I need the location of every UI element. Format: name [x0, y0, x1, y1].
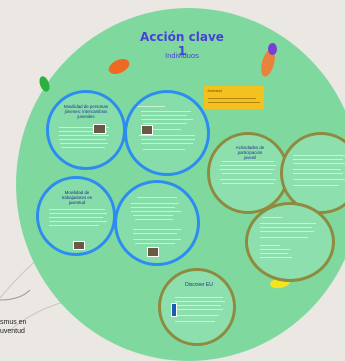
page-subtitle: Individuos: [165, 51, 199, 60]
ring-youth-mobility[interactable]: Movilidad de personas jóvenes: Intercamb…: [46, 90, 126, 170]
ring-title: Actividades de participación juvenil: [235, 145, 265, 160]
ring-title: Movilidad de trabajadores en juventud: [61, 190, 93, 205]
note-title: Juventud: [207, 89, 222, 93]
yellow-note[interactable]: Juventud: [204, 86, 264, 109]
ring-youth-mobility-details[interactable]: [124, 90, 210, 176]
ring-title: Movilidad de personas jóvenes: Intercamb…: [64, 104, 108, 119]
ring-youth-participation[interactable]: Actividades de participación juvenil: [207, 132, 289, 214]
partial-label-line2: uventud: [0, 328, 25, 336]
ring-title: Discover EU: [185, 282, 213, 288]
partial-label-line1: smus en: [0, 319, 27, 326]
photo-thumbnail: [93, 124, 106, 134]
ring-youth-workers[interactable]: Movilidad de trabajadores en juventud: [36, 176, 116, 256]
page-title: Acción clave 1: [140, 30, 224, 58]
photo-thumbnail: [73, 241, 85, 250]
ring-discover-eu[interactable]: Discover EU: [158, 268, 236, 346]
partial-bottom-label: smus en uventud: [0, 318, 60, 337]
ring-youth-workers-details[interactable]: [114, 180, 200, 266]
ring-participation-details[interactable]: [280, 132, 345, 214]
purple-splash: [268, 43, 277, 55]
ring-participation-extra[interactable]: [245, 202, 335, 282]
